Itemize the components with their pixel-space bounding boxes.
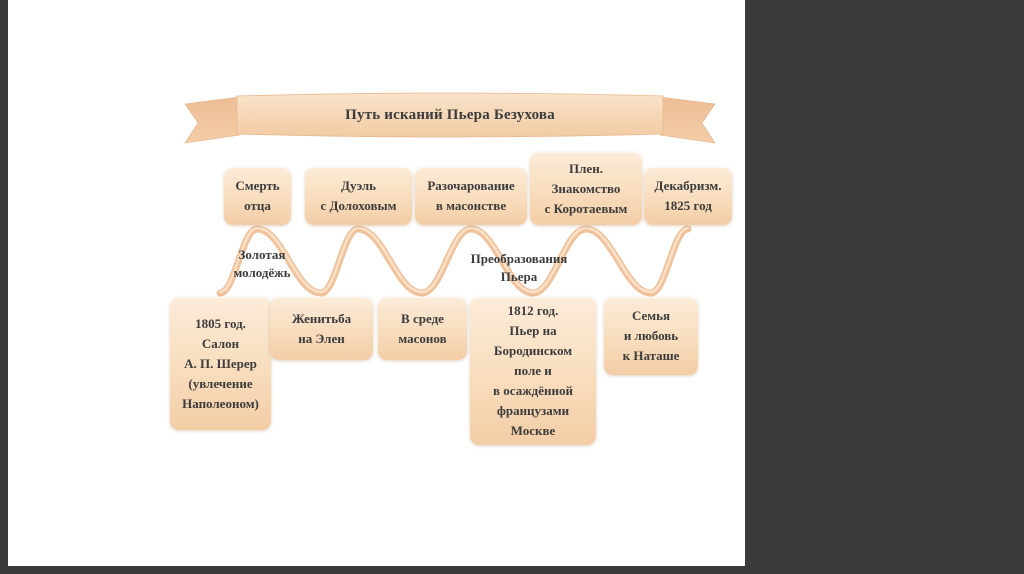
ribbon-left-tail — [184, 96, 241, 144]
stage-box-1812-borodino: 1812 год. Пьер на Бородинском поле и в о… — [470, 297, 596, 445]
journey-wave — [216, 225, 692, 297]
wave-label-golden-youth: Золотая молодёжь — [233, 247, 291, 280]
stage-box-family-natasha: Семья и любовь к Наташе — [604, 297, 698, 375]
stage-box-death-of-father: Смерть отца — [224, 167, 291, 225]
ribbon-main-bar — [236, 92, 664, 138]
stage-box-among-masons: В среде масонов — [378, 297, 467, 360]
ribbon-right-tail — [659, 96, 716, 144]
stage-box-marriage-helene: Женитьба на Элен — [270, 297, 373, 360]
stage-box-masonry-disappointment: Разочарование в масонстве — [415, 167, 527, 225]
banner-ribbon — [184, 92, 716, 144]
wave-label-transformations: Преобразования Пьера — [470, 251, 568, 284]
stage-box-1805-salon: 1805 год. Салон А. П. Шерер (увлечение Н… — [170, 297, 271, 430]
wave-highlight — [218, 226, 690, 294]
banner-title: Путь исканий Пьера Безухова — [345, 106, 555, 123]
stage-box-decembrism: Декабризм. 1825 год — [644, 167, 732, 225]
stage-box-duel: Дуэль с Долоховым — [305, 167, 412, 225]
stage-box-captivity: Плен. Знакомство с Коротаевым — [530, 152, 642, 225]
diagram-graphics — [184, 92, 716, 297]
presentation-slide: Путь исканий Пьера Безухова Смерть отца … — [8, 0, 745, 566]
